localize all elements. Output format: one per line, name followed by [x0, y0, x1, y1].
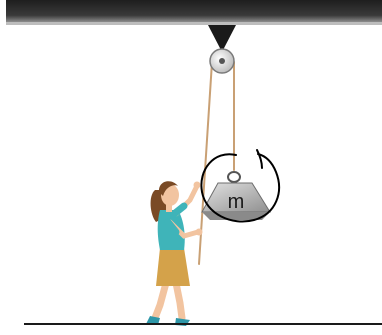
pulley-wheel	[210, 49, 234, 73]
ceiling-beam	[6, 0, 382, 25]
rope	[199, 62, 234, 264]
woman-figure	[146, 181, 203, 326]
mass-label: m	[228, 191, 245, 213]
pulley-mount	[208, 25, 236, 52]
mass-weight: m	[202, 172, 270, 220]
